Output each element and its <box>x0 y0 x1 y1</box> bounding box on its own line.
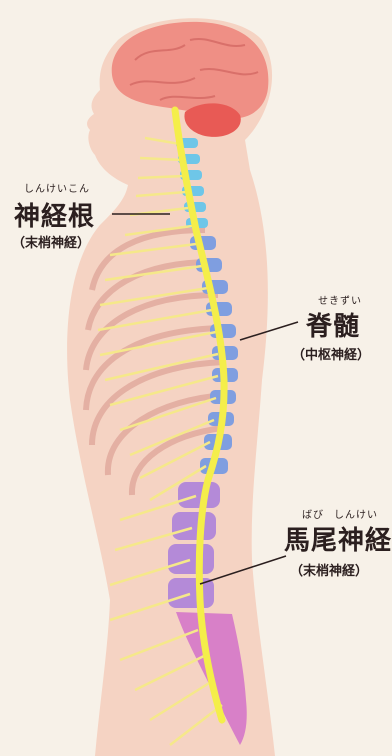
nerve-root-sublabel: （末梢神経） <box>12 232 90 251</box>
cauda-equina-ruby-right: しんけい <box>334 506 378 521</box>
nerve-root-ruby: しんけいこん <box>24 180 90 195</box>
body-silhouette <box>67 18 275 756</box>
cauda-equina-label: 馬尾神経 <box>284 520 392 557</box>
spinal-cord-ruby: せきずい <box>318 292 362 307</box>
spinal-cord-sublabel: （中枢神経） <box>292 344 370 363</box>
spinal-cord-label: 脊髄 <box>306 306 360 343</box>
cauda-equina-ruby-left: ばび <box>302 506 324 521</box>
cauda-equina-sublabel: （末梢神経） <box>290 560 368 579</box>
nerve-root-label: 神経根 <box>14 196 95 233</box>
